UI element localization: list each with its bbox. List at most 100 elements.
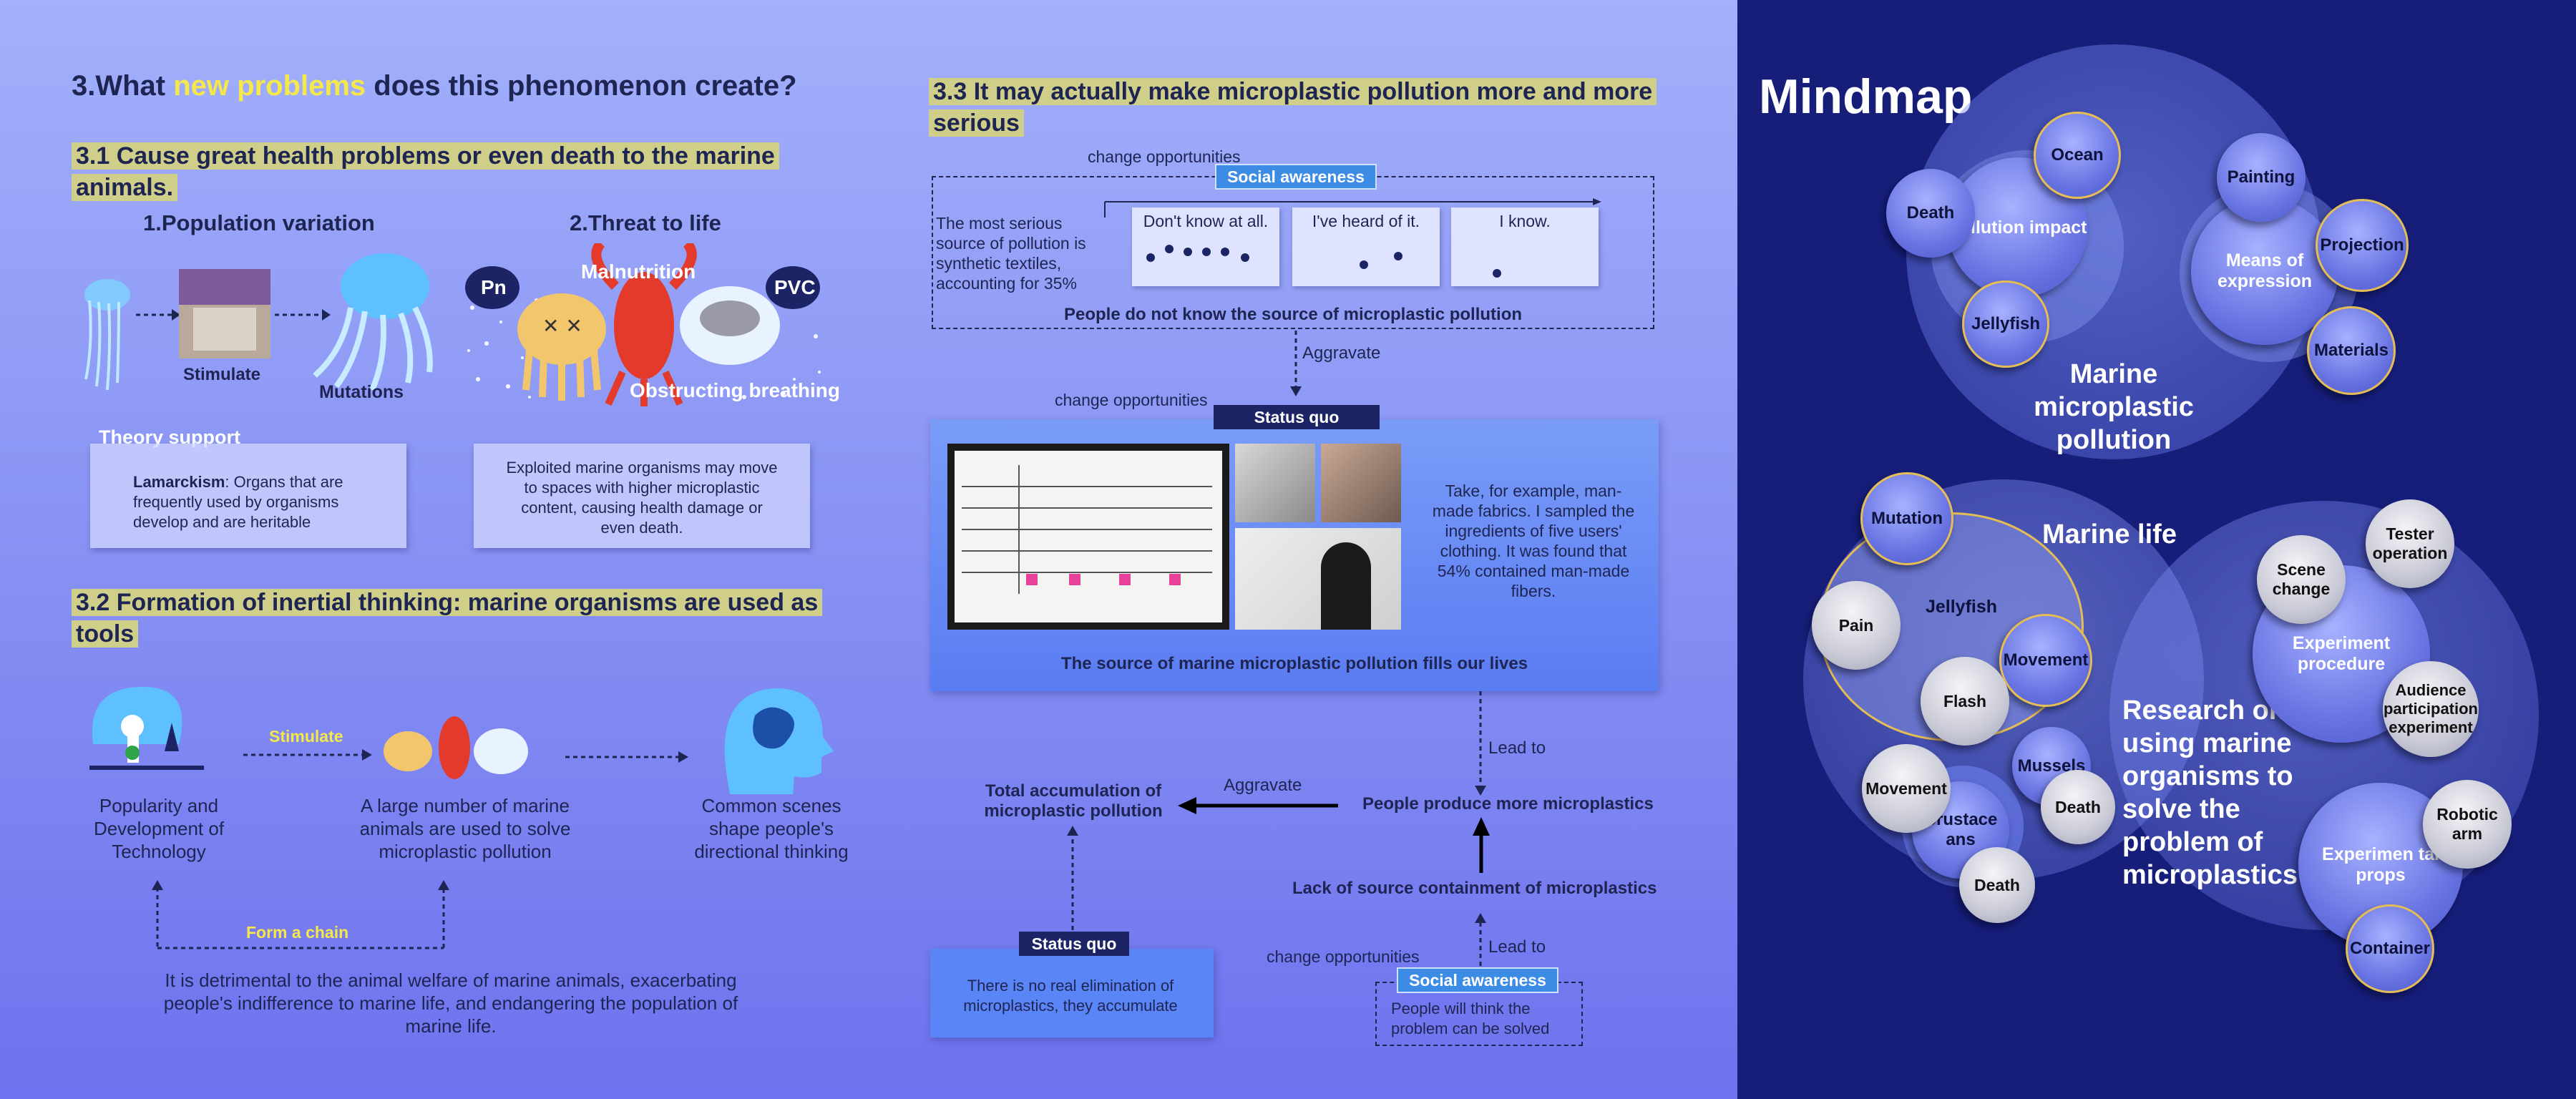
lobster-icon xyxy=(591,243,697,406)
title-pre: 3.What xyxy=(72,70,174,102)
pop-var-label: 1.Population variation xyxy=(143,210,375,235)
pvc-label: PVC xyxy=(774,276,816,298)
node-mutation: Mutation xyxy=(1860,472,1953,565)
exploited-box: Exploited marine organisms may move to s… xyxy=(474,444,810,548)
aggravate-arrow-left xyxy=(1178,797,1338,814)
popularity-text: Popularity and Development of Technology xyxy=(93,795,225,862)
node-pain: Pain xyxy=(1812,581,1901,670)
lab-photo xyxy=(179,269,270,358)
social-awareness-2: Social awareness xyxy=(1397,967,1558,993)
whiteboard-surface xyxy=(955,451,1222,622)
dashed-arrow xyxy=(136,309,180,321)
node-death-1: Death xyxy=(1886,169,1975,258)
dead-jellyfish-icon: ✕ ✕ xyxy=(517,293,606,401)
small-jellyfish-icon xyxy=(84,279,130,391)
large-number-text: A large number of marine animals are use… xyxy=(359,795,571,862)
node-jellyfish-2: Jellyfish xyxy=(1925,596,1998,617)
svg-text:✕ ✕: ✕ ✕ xyxy=(542,314,582,338)
exploited-text: Exploited marine organisms may move to s… xyxy=(506,459,778,537)
mutations-label: Mutations xyxy=(319,382,404,402)
student-figure xyxy=(1321,542,1371,630)
head-icon xyxy=(724,688,834,794)
aggravate-arrow-down xyxy=(1290,331,1302,396)
stimulate2-label: Stimulate xyxy=(269,727,343,746)
lead-to-label-2: Lead to xyxy=(1488,937,1546,957)
survey-option-1: Don't know at all. xyxy=(1132,207,1279,286)
node-audience: Audience participation experiment xyxy=(2383,661,2479,757)
status-quo-header-1: Status quo xyxy=(1214,405,1380,429)
s32-title-text: 3.2 Formation of inertial thinking: mari… xyxy=(72,589,823,648)
survey-option-2-label: I've heard of it. xyxy=(1312,212,1420,230)
change-opp-2: change opportunities xyxy=(1055,391,1208,409)
lamarckism-text: Lamarckism: Organs that are frequently u… xyxy=(133,472,369,532)
node-robotic: Robotic arm xyxy=(2423,780,2512,869)
title-highlight: new problems xyxy=(173,70,366,102)
node-movement-2: Movement xyxy=(1862,744,1951,833)
survey-option-1-label: Don't know at all. xyxy=(1143,212,1269,230)
dashed-arrow-animals xyxy=(565,751,688,763)
survey-option-3-label: I know. xyxy=(1499,212,1551,230)
big3-label: Research on using marine organisms to so… xyxy=(2122,695,2298,890)
survey-dots-2 xyxy=(1360,252,1402,269)
big2-label: Marine life xyxy=(2042,519,2177,550)
node-flash: Flash xyxy=(1921,657,2009,746)
node-materials: Materials xyxy=(2307,306,2396,395)
status-quo-arrow-up xyxy=(1067,826,1078,930)
obstructing-label: Obstructing breathing xyxy=(630,379,840,401)
lamarckism-box: Lamarckism: Organs that are frequently u… xyxy=(90,444,406,548)
pvc-bubble xyxy=(766,266,820,309)
dashed-arrow-2 xyxy=(275,309,331,321)
section3-title: 3.What new problems does this phenomenon… xyxy=(72,70,797,102)
lamarckism-desc: : Organs that are frequently used by org… xyxy=(133,473,343,531)
lack-source-text: Lack of source containment of microplast… xyxy=(1292,879,1657,898)
social-awareness-1: Social awareness xyxy=(1215,164,1377,190)
survey-caption: People do not know the source of micropl… xyxy=(1063,305,1523,324)
node-tester: Tester operation xyxy=(2366,499,2454,588)
aggravate-label-1: Aggravate xyxy=(1302,343,1381,363)
node-death-2: Death xyxy=(2041,770,2115,844)
threat-label: 2.Threat to life xyxy=(570,210,721,235)
s32-title: 3.2 Formation of inertial thinking: mari… xyxy=(72,587,844,650)
fabric-photo-1 xyxy=(1235,444,1315,522)
fabric-photo-2 xyxy=(1321,444,1401,522)
mindmap-title: Mindmap xyxy=(1759,69,1973,124)
serious-source-text: The most serious source of pollution is … xyxy=(936,214,1086,293)
node-means: Means of expression xyxy=(2191,197,2338,345)
survey-top-arrow xyxy=(1104,198,1601,218)
s31-title-text: 3.1 Cause great health problems or even … xyxy=(72,142,779,201)
student-photo xyxy=(1235,528,1401,630)
change-opp-1: change opportunities xyxy=(1088,147,1241,166)
lamarckism-term: Lamarckism xyxy=(133,473,225,491)
threat-graphic: ✕ ✕ xyxy=(465,243,821,406)
lead-to-label-1: Lead to xyxy=(1488,738,1546,758)
detrimental-text: It is detrimental to the animal welfare … xyxy=(163,969,738,1037)
node-death-3: Death xyxy=(1959,847,2035,923)
title-post: does this phenomenon create? xyxy=(366,70,797,102)
survey-option-3: I know. xyxy=(1451,207,1599,286)
malnutrition-label: Malnutrition xyxy=(581,260,696,283)
mindmap-panel: Mindmap Marine microplastic pollution Ma… xyxy=(1737,0,2576,1099)
technology-icon xyxy=(89,687,204,770)
s32-flow-graphic xyxy=(89,687,834,949)
node-container: Container xyxy=(2346,904,2434,993)
dashed-arrow-tech xyxy=(243,749,372,761)
aggravate-label-2: Aggravate xyxy=(1224,776,1302,795)
node-ocean: Ocean xyxy=(2034,112,2121,199)
change-opp-3: change opportunities xyxy=(1267,947,1420,966)
big-jellyfish-icon xyxy=(313,253,433,391)
chain-connector xyxy=(152,880,449,949)
survey-option-2: I've heard of it. xyxy=(1292,207,1440,286)
population-variation-graphic xyxy=(84,253,433,391)
total-accum-text: Total accumulation of microplastic pollu… xyxy=(984,781,1163,821)
source-fills-caption: The source of marine microplastic pollut… xyxy=(1060,654,1528,673)
node-projection: Projection xyxy=(2316,199,2409,292)
no-elimination-box xyxy=(930,949,1214,1037)
node-jellyfish-1: Jellyfish xyxy=(1962,280,2049,368)
s33-title: 3.3 It may actually make microplastic po… xyxy=(929,76,1673,139)
pn-bubble xyxy=(465,266,519,309)
no-elimination-text: There is no real elimination of micropla… xyxy=(963,977,1178,1015)
plastic-cloud-icon xyxy=(680,286,780,365)
s31-title: 3.1 Cause great health problems or even … xyxy=(72,140,844,203)
survey-dots-1 xyxy=(1146,245,1249,262)
take-example-text: Take, for example, man-made fabrics. I s… xyxy=(1432,482,1635,600)
